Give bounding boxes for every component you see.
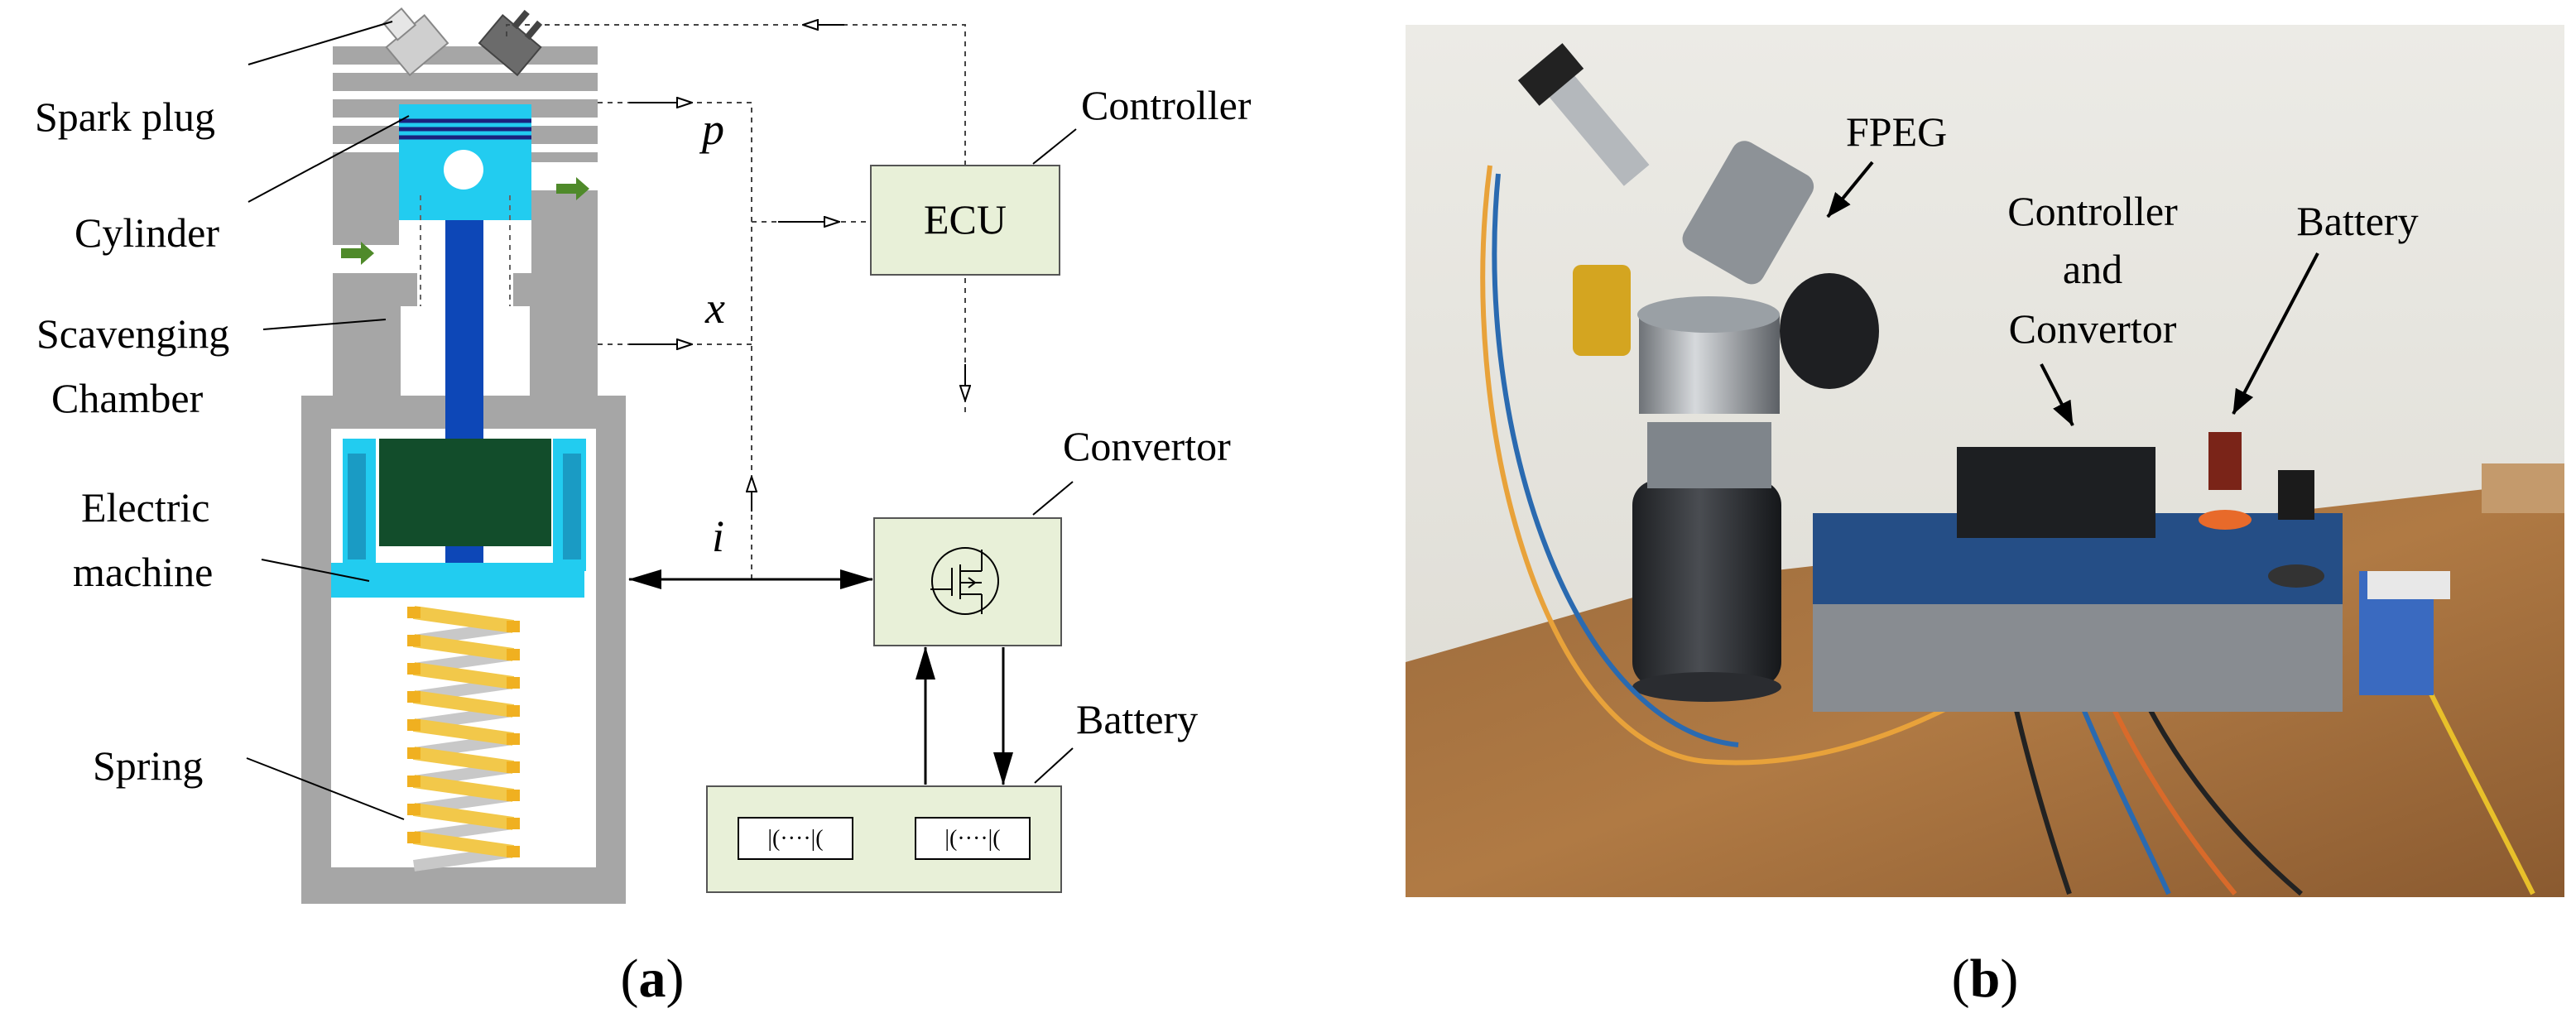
battery-cell-1-symbol: |(····|( [767, 826, 823, 852]
wrist-pin [444, 150, 483, 190]
spring-coil-front [412, 606, 515, 633]
signal-p: p [699, 104, 724, 154]
photo-label-controller: Controller [2007, 188, 2178, 234]
spring-coil-front [412, 803, 515, 830]
spring [407, 606, 520, 872]
piston-skirt-dashed [420, 195, 511, 306]
convertor-leader [1032, 481, 1074, 516]
spring-coil-end [507, 846, 520, 857]
ecu-label: ECU [924, 196, 1007, 242]
spring-coil-end [407, 607, 421, 618]
photo-label-fpeg: FPEG [1846, 108, 1947, 155]
spring-coil-end [507, 761, 520, 773]
signal-i: i [712, 511, 724, 561]
photo-label-and: and [2063, 246, 2122, 292]
scavenging-chamber-housing [333, 273, 598, 397]
spring-coil-end [507, 818, 520, 829]
leader-lines [246, 21, 410, 820]
photo-terminal-strip [2367, 571, 2450, 599]
stator-winding [379, 439, 551, 546]
battery-cell-2-symbol: |(····|( [944, 826, 1000, 852]
photo-arrow-controller [2040, 363, 2074, 426]
spring-coil-end [407, 663, 421, 675]
piston-rings [399, 118, 531, 140]
spring-coil-end [407, 635, 421, 646]
spring-coil-end [407, 804, 421, 815]
spring-coil-front [412, 747, 515, 774]
spring-coil-end [507, 705, 520, 717]
photo-arrow-battery [2232, 252, 2319, 415]
controller-leader [1032, 128, 1077, 165]
spring-coil-end [407, 776, 421, 787]
label-electric: Electric [81, 484, 209, 531]
label-chamber: Chamber [51, 375, 204, 421]
photo-shelf [2482, 463, 2564, 513]
spring-coil-front [412, 690, 515, 718]
caption-b: (b) [1952, 948, 2019, 1009]
spring-coil-end [407, 719, 421, 731]
photo-label-battery: Battery [2296, 198, 2418, 244]
signal-arrowheads [629, 25, 965, 511]
battery-cell-2 [915, 817, 1031, 860]
label-cylinder: Cylinder [74, 209, 219, 256]
label-controller: Controller [1081, 82, 1252, 128]
ecu-block [870, 165, 1060, 276]
battery-leader [1034, 747, 1074, 784]
spring-coil-front [412, 634, 515, 661]
spring-coil-front [412, 831, 515, 858]
spring-coil-end [507, 677, 520, 689]
label-spring: Spring [93, 742, 203, 789]
photo-arrow-fpeg [1826, 161, 1874, 218]
label-scavenging: Scavenging [36, 310, 229, 357]
spring-coil-end [407, 747, 421, 759]
label-machine: machine [73, 549, 213, 595]
photo-fpeg [1517, 43, 1879, 702]
spring-coil-front [412, 662, 515, 689]
label-convertor: Convertor [1063, 423, 1231, 469]
scavenge-port-arrow-left [341, 242, 374, 265]
panel-a-schematic: Spark plug Cylinder Scavenging Chamber E… [35, 7, 1252, 1009]
spring-coil-end [507, 621, 520, 632]
panel-b-photo: FPEG Controller and Convertor Battery (b… [1406, 25, 2564, 1009]
mover-magnets [348, 454, 581, 559]
label-spark-plug: Spark plug [35, 94, 215, 140]
spring-coil-end [407, 832, 421, 843]
photo-controller-box [1957, 447, 2155, 538]
spring-coil-end [507, 649, 520, 660]
spring-coil-end [407, 691, 421, 703]
battery-cell-1 [738, 817, 853, 860]
spring-coil-front [412, 718, 515, 746]
spark-plug-left [382, 7, 449, 77]
label-battery: Battery [1076, 696, 1198, 742]
caption-a: (a) [621, 948, 685, 1009]
mosfet-icon [930, 547, 999, 615]
spring-coil-end [507, 733, 520, 745]
signal-x: x [704, 283, 725, 333]
scavenge-port-arrow-right [556, 177, 589, 200]
photo-terminals [2199, 432, 2324, 588]
spring-coil-end [507, 790, 520, 801]
photo-label-convertor: Convertor [2009, 305, 2177, 352]
spring-coil-front [412, 775, 515, 802]
